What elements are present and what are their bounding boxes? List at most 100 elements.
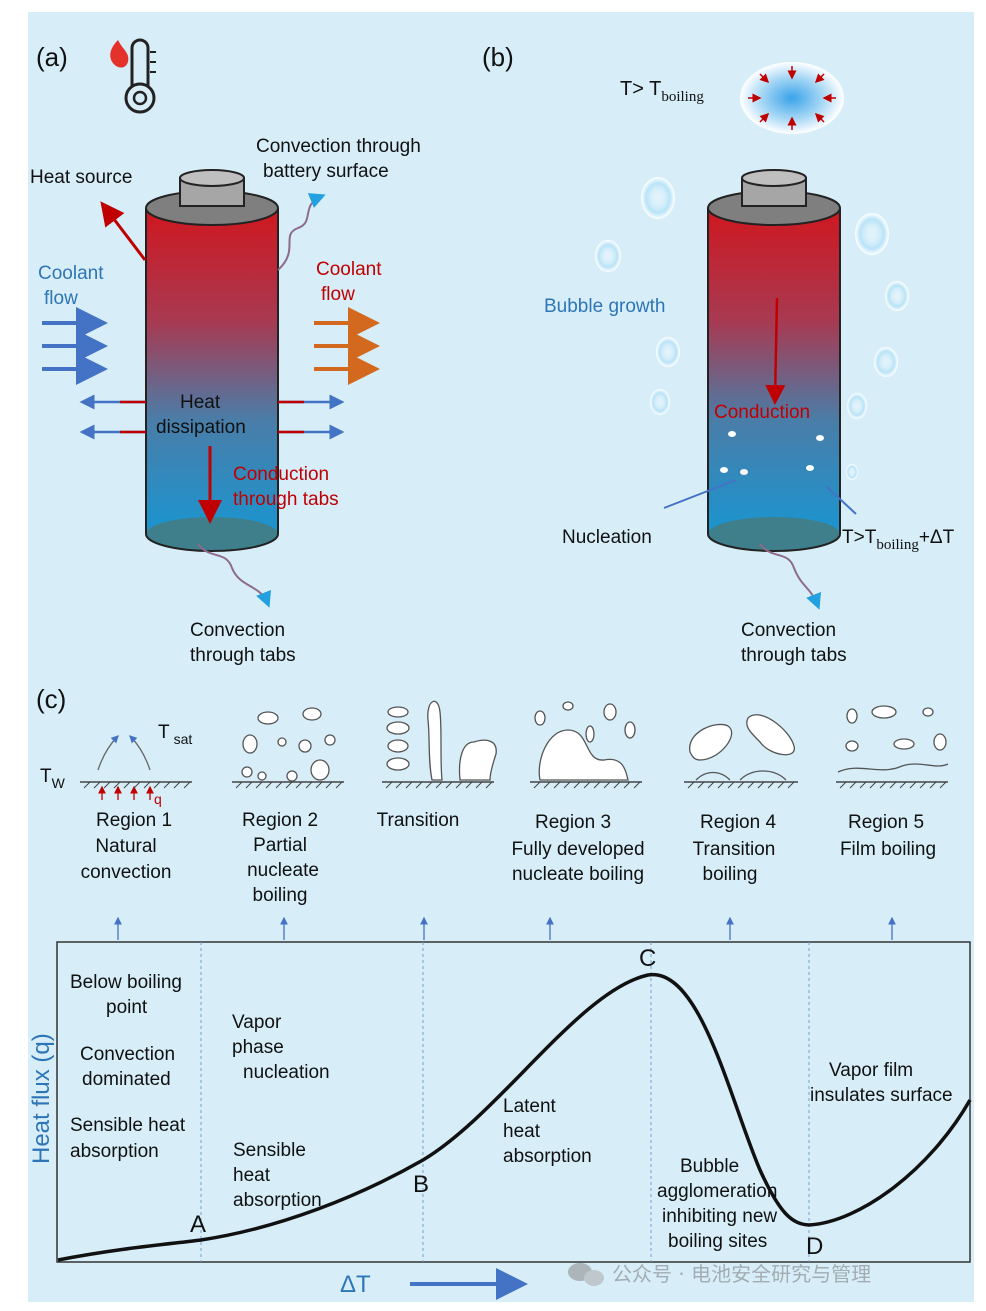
t-boiling-side: T>Tboiling+ΔT [842,527,955,553]
conduction-tabs-line2: through tabs [233,489,339,510]
panel-b: (b) T> Tboiling [482,42,955,666]
battery-cell-b [707,169,841,552]
region-1-line3: convection [81,862,172,883]
ann-r1-b1: Convection [80,1044,175,1065]
ann-r1-a2: point [106,997,148,1018]
t-boiling-side-main: T>T [842,527,877,548]
convection-tabs-wave-a [197,543,271,608]
x-axis-label: ΔT [340,1271,371,1298]
nucleation-pointer [663,479,737,509]
ann-r2-a3: nucleation [243,1062,330,1083]
vapor-bubbles [595,177,909,480]
superheat-pointer [825,485,857,515]
t-w-label: TW [40,766,66,791]
ann-r2-b3: absorption [233,1190,322,1211]
heat-source-arrow [100,201,147,261]
point-c-label: C [639,945,656,972]
region-1-line2: Natural [95,836,156,857]
ann-r1-c1: Sensible heat [70,1115,186,1136]
region-2-line3: nucleate [247,860,319,881]
region-4-line1: Region 4 [700,812,776,833]
boiling-curve-line [57,973,972,1262]
ann-r2-b2: heat [233,1165,271,1186]
ann-r1-c2: absorption [70,1141,159,1162]
q-label: q [154,791,162,807]
nucleation-label: Nucleation [562,527,652,548]
t-w-main: T [40,766,52,787]
region-3-line2: Fully developed [511,839,644,860]
panel-b-tag: (b) [482,42,514,72]
thermometer-flame-icon [110,38,156,114]
conduction-tabs-line1: Conduction [233,464,329,485]
t-boiling-side-tail: +ΔT [919,527,955,548]
panel-c: (c) [28,684,972,1300]
ann-r5-a1: Vapor film [829,1060,913,1081]
ann-r5-a2: insulates surface [810,1085,953,1106]
panel-c-tag: (c) [36,684,66,714]
convection-surface-wave [277,193,326,271]
point-d-label: D [806,1233,823,1260]
heat-source-label: Heat source [30,167,132,188]
region-1-line1: Region 1 [96,810,172,831]
convection-tabs-b-line2: through tabs [741,645,847,666]
ann-r2-a1: Vapor [232,1012,282,1033]
convection-surface-line1: Convection through [256,136,421,157]
region-2-line1: Region 2 [242,810,318,831]
heat-dissipation-line1: Heat [180,392,221,413]
region-2-line2: Partial [253,835,307,856]
t-sat-sub: sat [174,731,193,747]
region-captions: Region 1 Natural convection Region 2 Par… [81,810,936,906]
t-boiling-top-sub: boiling [661,89,704,105]
coolant-out-line2: flow [321,284,355,305]
t-w-sub: W [52,775,66,791]
coolant-in-arrows [42,307,108,385]
conduction-arrow-b [765,297,786,405]
coolant-out-line1: Coolant [316,259,382,280]
convection-tabs-wave-b [759,543,821,610]
ann-r4-a3: inhibiting new [662,1206,777,1227]
coolant-out-arrows [314,307,380,385]
ann-r4-a4: boiling sites [668,1231,767,1252]
ann-r1-a1: Below boiling [70,972,182,993]
point-a-label: A [190,1211,206,1238]
ann-r3-a2: heat [503,1121,541,1142]
ann-r1-b2: dominated [82,1069,171,1090]
region-4-line2: Transition [693,839,776,860]
region-5-line2: Film boiling [840,839,936,860]
ann-r2-b1: Sensible [233,1140,306,1161]
bubble-growth-label: Bubble growth [544,296,665,317]
t-sat-main: T [158,722,170,743]
watermark: 公众号 · 电池安全研究与管理 [568,1262,871,1286]
t-boiling-side-sub: boiling [876,537,919,553]
region-4-line3: boiling [703,864,758,885]
conduction-label-b: Conduction [714,402,810,423]
ann-r3-a3: absorption [503,1146,592,1167]
convection-tabs-a-line2: through tabs [190,645,296,666]
region-sketches [80,700,949,800]
region-2-line4: boiling [253,885,308,906]
heat-dissipation-arrows [79,394,345,440]
transition-label: Transition [377,810,460,831]
convection-tabs-a-line1: Convection [190,620,285,641]
region-5-line1: Region 5 [848,812,924,833]
convection-surface-line2: battery surface [263,161,389,182]
panel-a: (a) Heat source Convection throug [30,38,421,666]
watermark-text: 公众号 · 电池安全研究与管理 [612,1262,871,1286]
coolant-in-line1: Coolant [38,263,104,284]
convection-tabs-b-line1: Convection [741,620,836,641]
panel-a-tag: (a) [36,42,68,72]
hot-spot-icon [740,62,844,134]
ann-r2-a2: phase [232,1037,284,1058]
coolant-in-line2: flow [44,288,78,309]
ann-r4-a1: Bubble [680,1156,739,1177]
t-boiling-top-main: T> T [620,78,661,100]
ann-r4-a2: agglomeration [657,1181,777,1202]
region-dividers [200,942,810,1262]
y-axis-label: Heat flux (q) [28,1033,55,1164]
ann-r3-a1: Latent [503,1096,557,1117]
battery-cell-a [145,169,279,552]
region-pointer-arrows [114,916,896,940]
region-3-line3: nucleate boiling [512,864,644,885]
